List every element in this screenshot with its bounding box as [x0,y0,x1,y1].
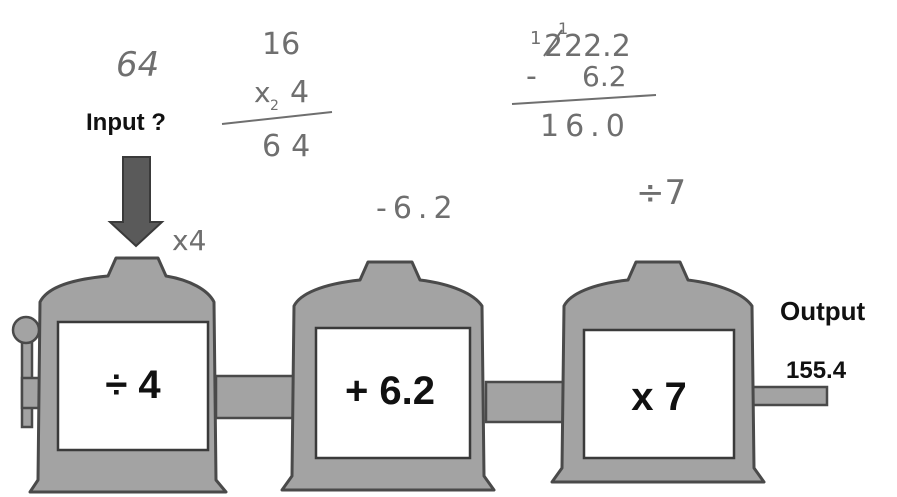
multiplication-working: 16 x 2 4 64 [221,27,333,164]
machine-2-operation: + 6.2 [345,369,435,413]
sub-struck-digit: 2 [544,29,563,64]
subtraction-working: 1 2 1 22.2 - 6.2 16.0 [511,19,657,144]
connector-pipe-1 [214,374,298,420]
sub-operator: - [526,59,537,94]
output-value: 155.4 [786,357,847,384]
sub-subtrahend: 6.2 [582,60,627,93]
machine-3-operation: x 7 [631,375,687,419]
machine-3: x 7 [550,260,766,484]
machine-1-window [56,320,210,452]
machine-1-operation: ÷ 4 [105,363,161,407]
machine-3-window [582,328,736,460]
sub-rule [511,94,657,105]
connector-pipe-2 [484,380,568,424]
output-pipe [750,385,829,407]
sub-strike [543,29,563,57]
mult-operator: x [254,76,271,109]
inverse-note-1: x4 [172,224,206,257]
sub-borrow-1: 1 [530,28,541,49]
inverse-note-2: -6.2 [376,191,459,226]
input-arrow [107,156,165,248]
mult-top: 16 [262,27,300,62]
sub-borrow-2: 1 [558,19,568,38]
sub-result: 16.0 [540,109,631,144]
machine-1: ÷ 4 [28,256,228,494]
sub-top: 22.2 [564,29,631,64]
output-label: Output [780,296,866,326]
mult-multiplier: 4 [290,75,309,110]
handwritten-answer: 64 [116,45,159,85]
mult-result: 64 [262,129,320,164]
machine-2-window [314,326,472,460]
machine-2: + 6.2 [280,260,496,492]
mult-rule [221,111,333,125]
mult-carry: 2 [270,98,279,114]
input-label: Input ? [86,109,166,136]
inverse-note-3: ÷7 [636,173,686,213]
